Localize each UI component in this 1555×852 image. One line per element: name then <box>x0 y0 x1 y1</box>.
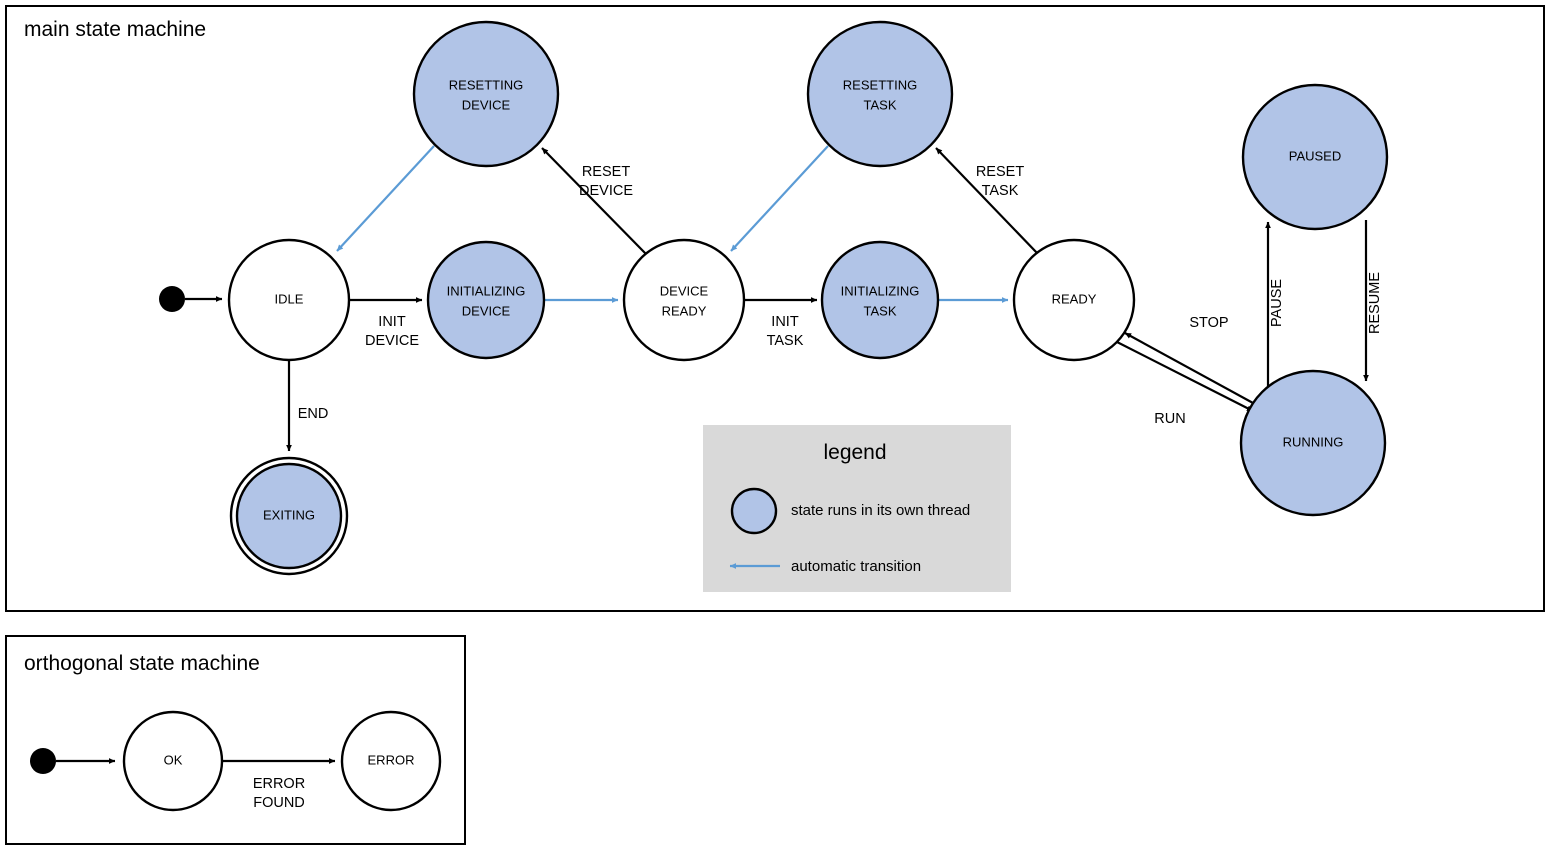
state-resetting-task-label-line1: RESETTING <box>843 77 917 92</box>
state-ok-label: OK <box>164 752 183 767</box>
legend-thread-state-icon <box>730 487 778 535</box>
state-ready-circle[interactable] <box>1012 238 1136 362</box>
edge-label-reset-device-line2: DEVICE <box>579 183 633 199</box>
edge-resetting-task-to-device-ready <box>730 145 829 252</box>
edge-ready-to-running <box>1116 341 1254 412</box>
state-paused-label: PAUSED <box>1289 148 1342 163</box>
state-initializing-task-label-line1: INITIALIZING <box>841 283 920 298</box>
state-initializing-device[interactable]: INITIALIZING DEVICE <box>426 240 546 360</box>
orthogonal-state-machine-frame: orthogonal state machine OK ERROR ERROR … <box>5 635 466 845</box>
edge-label-resume: RESUME <box>1367 272 1383 334</box>
state-error[interactable]: ERROR <box>340 710 442 812</box>
edge-label-reset-task-line2: TASK <box>982 183 1019 199</box>
edge-ready-to-resetting-task <box>935 147 1039 255</box>
state-ok[interactable]: OK <box>122 710 224 812</box>
edge-label-init-device-line1: INIT <box>378 314 406 330</box>
edge-label-end: END <box>298 406 329 422</box>
state-exiting[interactable]: EXITING <box>229 456 349 576</box>
state-initializing-task-circle[interactable] <box>820 240 940 360</box>
state-resetting-device-label-line1: RESETTING <box>449 77 523 92</box>
state-running[interactable]: RUNNING <box>1239 369 1387 517</box>
state-resetting-task[interactable]: RESETTING TASK <box>806 20 954 168</box>
edge-label-stop: STOP <box>1189 315 1228 331</box>
main-states-layer: RESETTING DEVICE RESETTING TASK PAUSED I… <box>159 20 1389 576</box>
edge-label-run: RUN <box>1154 411 1185 427</box>
state-device-ready-circle[interactable] <box>622 238 746 362</box>
edge-running-to-ready <box>1124 332 1254 404</box>
state-resetting-device-circle[interactable] <box>412 20 560 168</box>
ortho-initial-state-dot <box>30 748 56 774</box>
state-exiting-label: EXITING <box>263 507 315 522</box>
state-idle-label: IDLE <box>275 291 304 306</box>
edge-device-ready-to-resetting-device <box>541 147 647 255</box>
state-running-label: RUNNING <box>1283 434 1344 449</box>
edge-label-reset-task-line1: RESET <box>976 164 1024 180</box>
edge-label-pause: PAUSE <box>1269 279 1285 327</box>
state-device-ready-label-line2: READY <box>662 303 707 318</box>
state-resetting-task-circle[interactable] <box>806 20 954 168</box>
state-resetting-device[interactable]: RESETTING DEVICE <box>412 20 560 168</box>
legend-thread-state-text: state runs in its own thread <box>791 502 970 519</box>
edge-label-error-found-line2: FOUND <box>253 795 305 811</box>
initial-state-dot <box>159 286 185 312</box>
state-exiting-outer-ring <box>229 456 349 576</box>
edge-label-init-device-line2: DEVICE <box>365 333 419 349</box>
main-transitions-layer <box>185 145 1369 452</box>
state-device-ready-label-line1: DEVICE <box>660 283 709 298</box>
legend-auto-transition-text: automatic transition <box>791 558 921 575</box>
edge-resetting-device-to-idle <box>336 145 435 252</box>
state-ready-label: READY <box>1052 291 1097 306</box>
state-exiting-circle[interactable] <box>235 462 343 570</box>
state-running-circle[interactable] <box>1239 369 1387 517</box>
state-device-ready[interactable]: DEVICE READY <box>622 238 746 362</box>
state-error-circle[interactable] <box>340 710 442 812</box>
edge-label-init-task-line2: TASK <box>767 333 804 349</box>
state-error-label: ERROR <box>368 752 415 767</box>
state-ok-circle[interactable] <box>122 710 224 812</box>
orthogonal-frame-title: orthogonal state machine <box>24 652 260 675</box>
legend-entry-thread-state: state runs in its own thread <box>730 487 970 535</box>
state-ready[interactable]: READY <box>1012 238 1136 362</box>
state-idle[interactable]: IDLE <box>227 238 351 362</box>
legend: legend state runs in its own thread auto… <box>703 425 1011 592</box>
state-initializing-device-label-line2: DEVICE <box>462 303 511 318</box>
state-initializing-task-label-line2: TASK <box>864 303 897 318</box>
edge-label-reset-device-line1: RESET <box>582 164 630 180</box>
edge-label-error-found-line1: ERROR <box>253 776 305 792</box>
state-initializing-device-circle[interactable] <box>426 240 546 360</box>
legend-title: legend <box>823 441 886 464</box>
state-initializing-device-label-line1: INITIALIZING <box>447 283 526 298</box>
state-paused[interactable]: PAUSED <box>1241 83 1389 231</box>
state-initializing-task[interactable]: INITIALIZING TASK <box>820 240 940 360</box>
state-resetting-device-label-line2: DEVICE <box>462 97 511 112</box>
legend-entry-auto-transition: automatic transition <box>729 558 921 575</box>
state-paused-circle[interactable] <box>1241 83 1389 231</box>
state-resetting-task-label-line2: TASK <box>864 97 897 112</box>
main-edge-labels-layer: INIT DEVICE RESET DEVICE INIT TASK RESET… <box>298 164 1383 427</box>
state-idle-circle[interactable] <box>227 238 351 362</box>
edge-label-init-task-line1: INIT <box>771 314 799 330</box>
main-frame-title: main state machine <box>24 18 206 41</box>
